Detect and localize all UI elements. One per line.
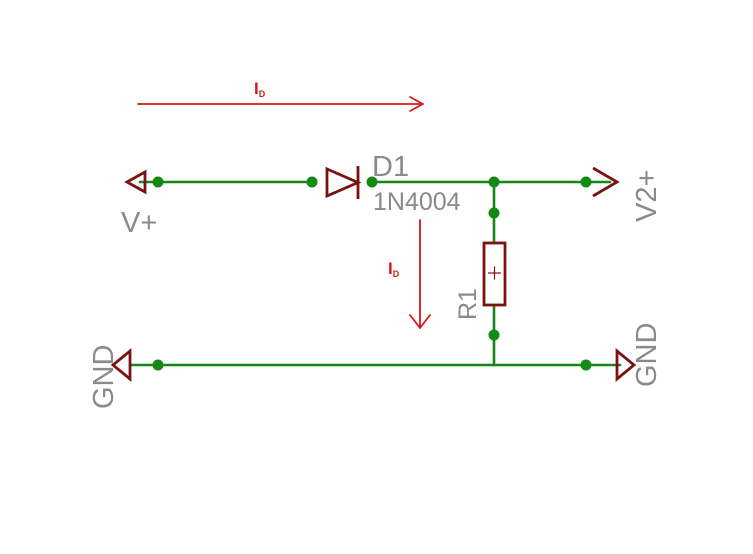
current-label-branch: ID bbox=[388, 259, 400, 279]
junction-dot bbox=[580, 176, 592, 188]
junction-dot bbox=[306, 176, 318, 188]
resistor-name-label: R1 bbox=[454, 288, 482, 320]
diode-value-label: 1N4004 bbox=[373, 188, 461, 216]
gnd-left-label: GND bbox=[88, 345, 120, 409]
current-label-top: ID bbox=[254, 79, 266, 99]
junction-dot bbox=[488, 207, 500, 219]
vplus-supply-symbol bbox=[124, 169, 147, 195]
current-branch-base: I bbox=[388, 259, 393, 278]
vplus-label: V+ bbox=[121, 207, 157, 239]
diode-name-label: D1 bbox=[372, 151, 409, 183]
junction-dot bbox=[488, 329, 500, 341]
junction-dot bbox=[152, 176, 164, 188]
resistor-r1 bbox=[482, 241, 507, 307]
junction-dot bbox=[366, 176, 378, 188]
junction-dot bbox=[152, 359, 164, 371]
current-branch-sub: D bbox=[393, 269, 400, 279]
junction-dot bbox=[488, 176, 500, 188]
junctions bbox=[152, 176, 592, 371]
gnd-right-label: GND bbox=[631, 323, 663, 387]
current-arrow-branch bbox=[409, 219, 431, 329]
junction-dot bbox=[580, 359, 592, 371]
diode-d1 bbox=[325, 166, 362, 199]
current-top-sub: D bbox=[259, 89, 266, 99]
wires bbox=[128, 180, 622, 367]
gnd-left-symbol bbox=[110, 348, 132, 382]
v2plus-supply-symbol bbox=[592, 166, 620, 198]
current-top-base: I bbox=[254, 79, 259, 98]
current-arrow-top bbox=[137, 96, 424, 112]
v2plus-label: V2+ bbox=[631, 170, 663, 222]
gnd-right-symbol bbox=[615, 348, 637, 382]
